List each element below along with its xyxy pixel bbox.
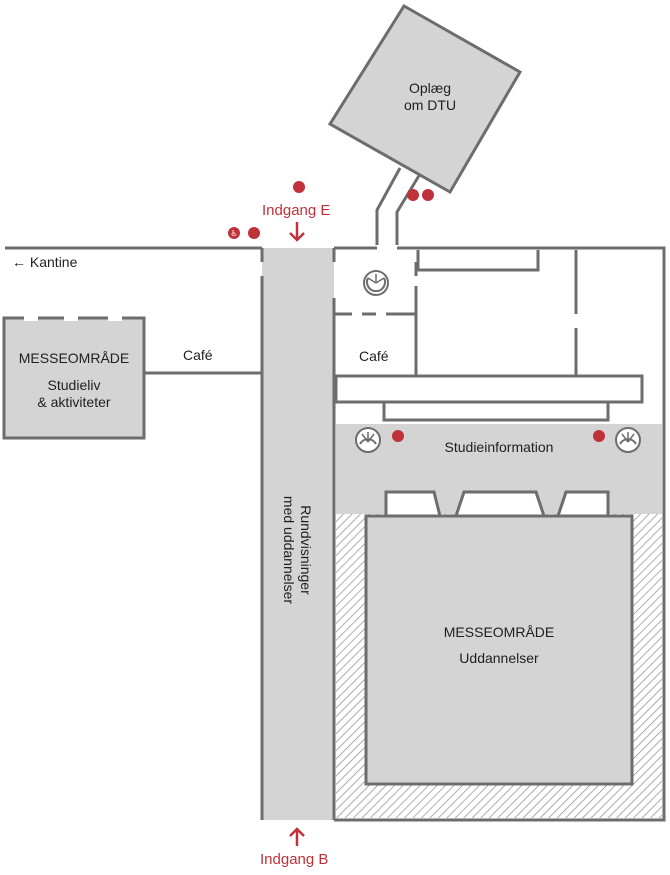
- cafe-left-label: Café: [183, 347, 213, 363]
- spiral-stairs-icon: [363, 270, 389, 296]
- toilet-icon: [593, 430, 605, 442]
- studieinformation-label: Studieinformation: [444, 439, 554, 455]
- messe-main-title: MESSEOMRÅDE: [443, 624, 555, 640]
- wheelchair-icon: [248, 227, 260, 239]
- arrow-up-icon: [289, 827, 305, 846]
- toilet-icon: [422, 189, 434, 201]
- svg-text:♿: ♿: [230, 229, 237, 238]
- kantine-label: Kantine: [29, 254, 78, 270]
- messe-left-title: MESSEOMRÅDE: [18, 350, 130, 366]
- messe-left-building: [2, 316, 146, 440]
- wheelchair-icon: [293, 181, 305, 193]
- corridor: [262, 248, 334, 820]
- indgang-e-label: Indgang E: [262, 202, 331, 219]
- spiral-stairs-icon: [355, 427, 381, 453]
- toilet-icon: [392, 430, 404, 442]
- indgang-b-label: Indgang B: [260, 851, 329, 868]
- oplaeg-connector-2: [395, 173, 422, 245]
- messe-left-sub: Studieliv & aktiviteter: [37, 377, 111, 410]
- counter: [334, 374, 644, 404]
- oplaeg-label: Oplæg om DTU: [403, 80, 457, 113]
- arrow-left-icon: ←: [12, 254, 26, 270]
- messe-main-sub: Uddannelser: [459, 650, 539, 666]
- spiral-stairs-icon: [615, 427, 641, 453]
- rundvisninger-label: Rundvisninger med uddannelser: [281, 495, 314, 605]
- wheelchair-icon: [407, 189, 419, 201]
- oplaeg-connector: [375, 167, 402, 245]
- cafe-right-label: Café: [359, 348, 389, 364]
- oplaeg-building: [327, 3, 523, 195]
- arrow-down-icon: [289, 222, 305, 242]
- kantine-link[interactable]: ← Kantine: [12, 254, 77, 271]
- toilet-icon: ♿: [228, 227, 240, 239]
